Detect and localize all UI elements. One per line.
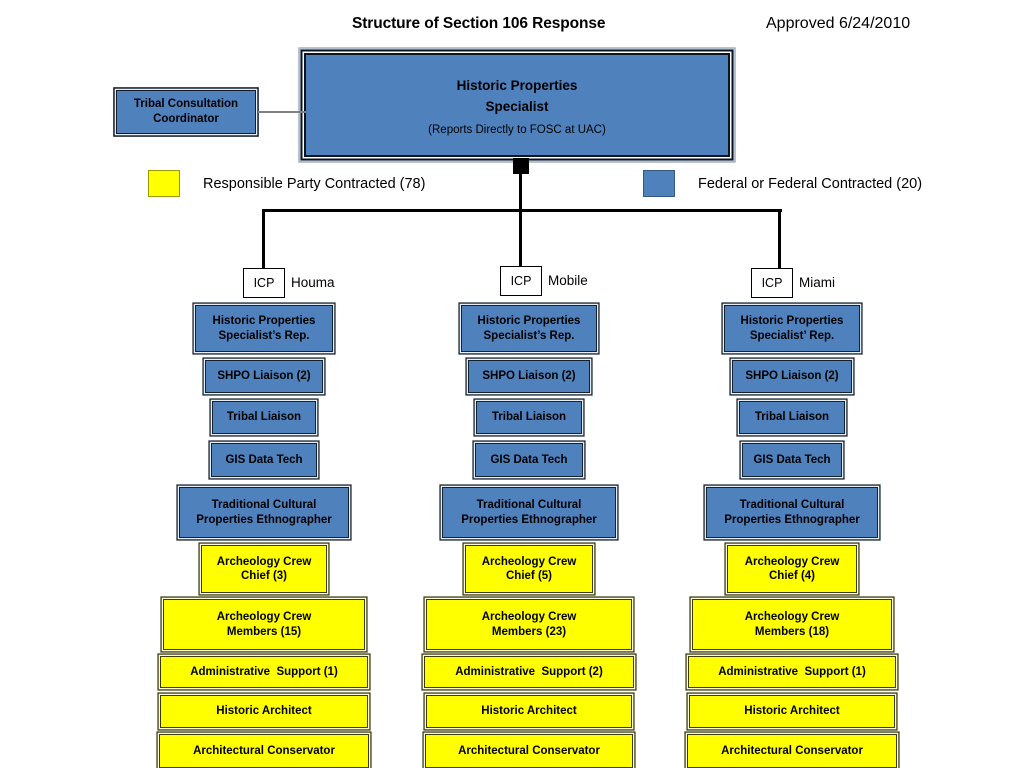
node-line-1: Archeology Crew xyxy=(216,555,312,568)
node-houma-gis-data-tech[interactable]: GIS Data Tech xyxy=(211,443,317,477)
legend-label-yellow: Responsible Party Contracted (78) xyxy=(203,176,426,192)
icp-box-houma[interactable]: ICP xyxy=(243,268,285,298)
node-line-2: Chief (3) xyxy=(241,570,287,582)
node-line-1: SHPO Liaison (2) xyxy=(482,370,576,383)
icp-city-label-miami: Miami xyxy=(799,275,835,290)
node-line-1: Architectural Conservator xyxy=(721,744,863,757)
specialist-line-2: Specialist xyxy=(485,98,549,114)
node-line-2: Members (23) xyxy=(491,625,567,638)
node-line-1: Tribal Liaison xyxy=(754,411,830,424)
connector-vertical-up xyxy=(519,172,523,212)
node-line-1: GIS Data Tech xyxy=(490,453,568,466)
connector-drop-miami xyxy=(778,209,782,269)
node-houma-historic-architect[interactable]: Historic Architect xyxy=(160,695,368,728)
icp-box-mobile[interactable]: ICP xyxy=(500,266,542,296)
page-title: Structure of Section 106 Response xyxy=(352,15,606,32)
connector-drop-mobile xyxy=(519,209,523,269)
node-line-2: Specialist’s Rep. xyxy=(483,329,575,342)
node-line-1: Historic Architect xyxy=(744,705,840,718)
node-line-1: Tribal Liaison xyxy=(491,411,567,424)
node-line-1: Archeology Crew xyxy=(744,555,840,568)
node-line-2: Properties Ethnographer xyxy=(196,513,332,526)
specialist-reports-note: (Reports Directly to FOSC at UAC) xyxy=(428,123,606,136)
node-miami-shpo-liaison-2[interactable]: SHPO Liaison (2) xyxy=(732,360,852,393)
node-line-1: GIS Data Tech xyxy=(225,453,303,466)
node-mobile-tribal-liaison[interactable]: Tribal Liaison xyxy=(476,401,582,434)
node-mobile-shpo-liaison-2[interactable]: SHPO Liaison (2) xyxy=(468,360,590,393)
node-line-1: Architectural Conservator xyxy=(193,744,335,757)
node-line-2: Specialist’s Rep. xyxy=(218,329,310,342)
node-line-2: Properties Ethnographer xyxy=(724,513,860,526)
node-line-2: Chief (5) xyxy=(506,570,552,582)
node-line-2: Specialist’ Rep. xyxy=(749,329,835,342)
arrow-up-to-specialist-icon xyxy=(513,158,529,174)
node-line-1: Archeology Crew xyxy=(744,611,840,624)
node-line-1: SHPO Liaison (2) xyxy=(217,370,311,383)
node-line-1: Archeology Crew xyxy=(216,611,312,624)
node-houma-architectural-conservator[interactable]: Architectural Conservator xyxy=(159,734,369,768)
node-line-1: Historic Architect xyxy=(216,705,312,718)
tribal-line-1: Tribal Consultation xyxy=(133,98,239,111)
tribal-line-2: Coordinator xyxy=(153,113,219,125)
node-line-1: Archeology Crew xyxy=(481,555,577,568)
node-houma-shpo-liaison-2[interactable]: SHPO Liaison (2) xyxy=(205,360,323,393)
node-mobile-gis-data-tech[interactable]: GIS Data Tech xyxy=(475,443,583,477)
node-line-1: SHPO Liaison (2) xyxy=(745,370,839,383)
node-line-1: Traditional Cultural xyxy=(739,499,845,512)
node-line-1: Historic Architect xyxy=(481,705,577,718)
connector-tribal-to-specialist xyxy=(258,111,306,113)
node-miami-architectural-conservator[interactable]: Architectural Conservator xyxy=(687,734,897,768)
legend-swatch-blue xyxy=(643,170,675,197)
node-tribal-consultation-coordinator[interactable]: Tribal Consultation Coordinator xyxy=(116,90,256,134)
node-line-1: Administrative Support (2) xyxy=(455,665,603,678)
legend-swatch-yellow xyxy=(148,170,180,197)
node-line-1: Tribal Liaison xyxy=(226,411,302,424)
icp-city-label-mobile: Mobile xyxy=(548,273,588,288)
node-line-1: Historic Properties xyxy=(477,315,581,328)
node-line-2: Members (18) xyxy=(754,625,830,638)
node-houma-tribal-liaison[interactable]: Tribal Liaison xyxy=(212,401,316,434)
node-mobile-architectural-conservator[interactable]: Architectural Conservator xyxy=(425,734,633,768)
legend-label-blue: Federal or Federal Contracted (20) xyxy=(698,176,923,192)
node-line-1: Administrative Support (1) xyxy=(190,665,338,678)
node-line-1: Traditional Cultural xyxy=(476,499,582,512)
node-miami-administrative-support-1[interactable]: Administrative Support (1) xyxy=(688,656,896,688)
node-houma-administrative-support-1[interactable]: Administrative Support (1) xyxy=(160,656,368,688)
node-historic-properties-specialist[interactable]: Historic Properties Specialist (Reports … xyxy=(304,53,730,157)
node-line-1: Historic Properties xyxy=(212,315,316,328)
node-miami-gis-data-tech[interactable]: GIS Data Tech xyxy=(742,443,842,477)
node-miami-historic-architect[interactable]: Historic Architect xyxy=(689,695,895,728)
node-miami-tribal-liaison[interactable]: Tribal Liaison xyxy=(739,401,845,434)
node-line-2: Properties Ethnographer xyxy=(461,513,597,526)
node-line-2: Chief (4) xyxy=(769,570,815,582)
node-line-1: Historic Properties xyxy=(740,315,844,328)
icp-box-miami[interactable]: ICP xyxy=(751,268,793,298)
node-line-1: Archeology Crew xyxy=(481,611,577,624)
specialist-line-1: Historic Properties xyxy=(456,77,578,93)
node-line-2: Members (15) xyxy=(226,625,302,638)
node-line-1: Administrative Support (1) xyxy=(718,665,866,678)
icp-city-label-houma: Houma xyxy=(291,275,335,290)
node-line-1: Architectural Conservator xyxy=(458,744,600,757)
node-mobile-administrative-support-2[interactable]: Administrative Support (2) xyxy=(424,656,634,688)
connector-drop-houma xyxy=(262,209,266,269)
approved-date: Approved 6/24/2010 xyxy=(766,15,911,32)
node-mobile-historic-architect[interactable]: Historic Architect xyxy=(426,695,632,728)
node-line-1: Traditional Cultural xyxy=(211,499,317,512)
node-line-1: GIS Data Tech xyxy=(753,453,831,466)
